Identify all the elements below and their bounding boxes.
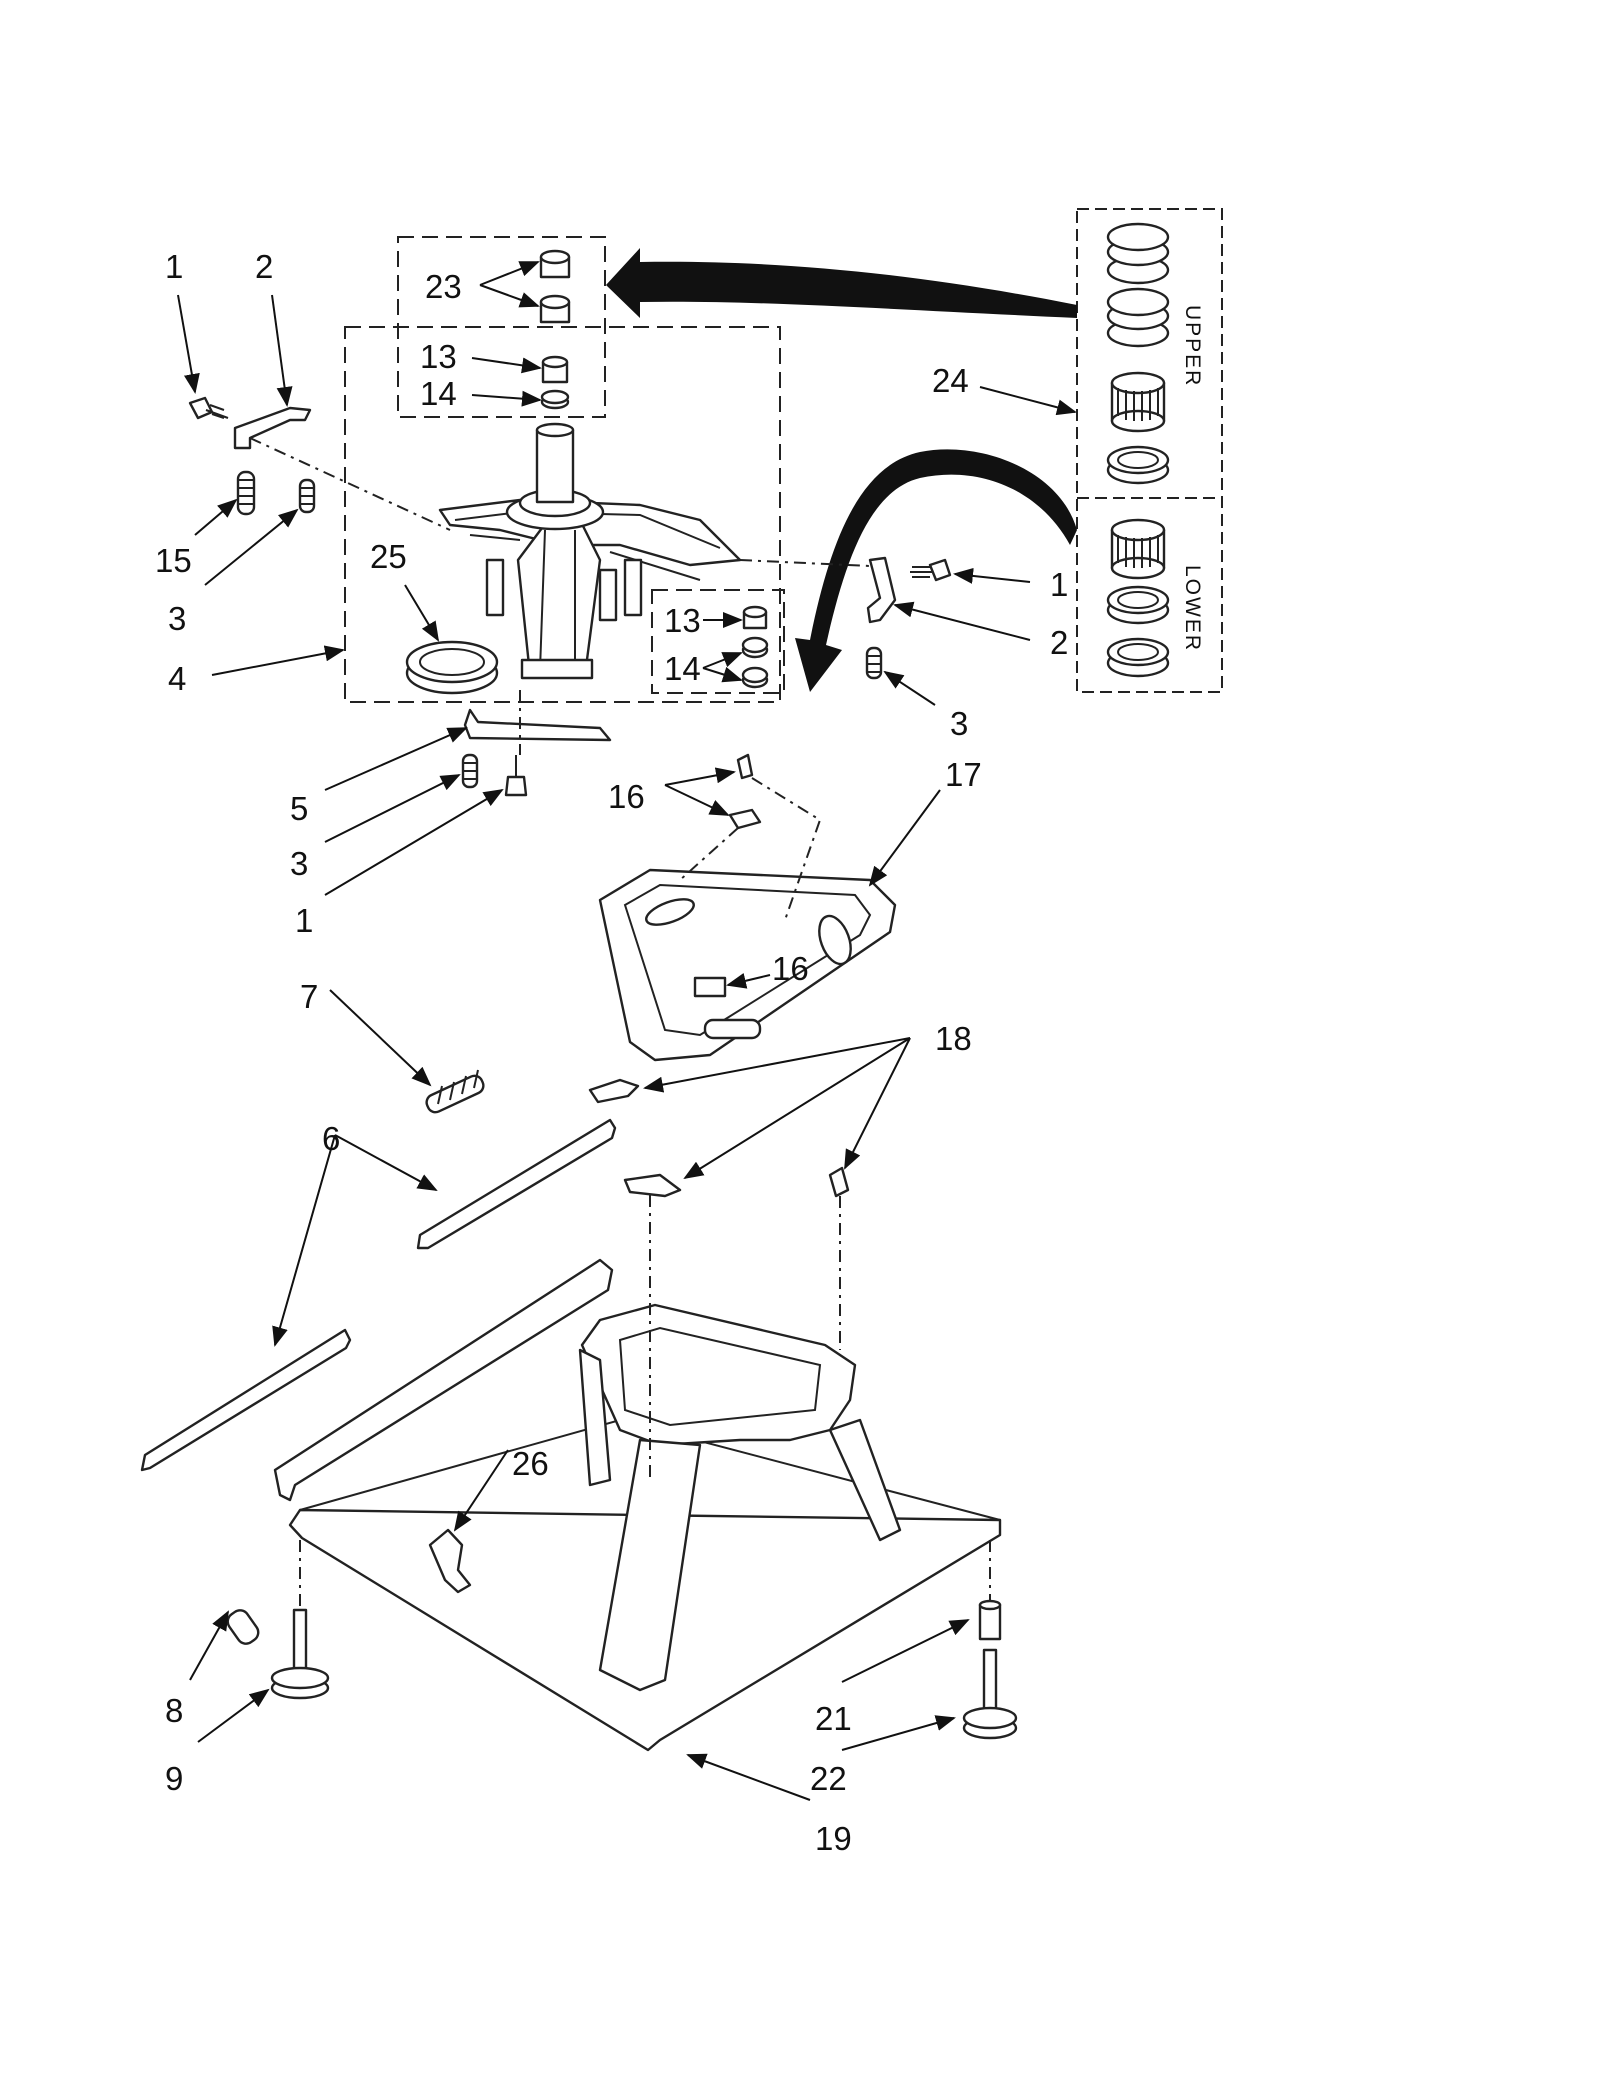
lower-label: LOWER [1181, 565, 1204, 652]
lower-bearing-ring-2 [1106, 637, 1170, 678]
callout-16-plate: 16 [772, 950, 809, 987]
spring-3-center [461, 753, 479, 789]
bracket-2-left [233, 406, 312, 450]
callout-14-upper: 14 [420, 375, 457, 412]
bracket-left-dashline [249, 437, 451, 531]
callout-17: 17 [945, 756, 982, 793]
upper-label: UPPER [1181, 305, 1204, 387]
callout-1-center: 1 [295, 902, 313, 939]
washer-14-upper [540, 389, 570, 410]
clip-16-center [693, 976, 727, 998]
spring-3-left [298, 478, 316, 514]
clip-16-dashlines [679, 777, 822, 921]
callout-6: 6 [322, 1120, 340, 1157]
callout-9: 9 [165, 1760, 183, 1797]
washer-14-lower-a [741, 636, 769, 659]
leveling-leg-22 [962, 1648, 1018, 1740]
callout-3-right: 3 [950, 705, 968, 742]
callout-13-lower: 13 [664, 602, 701, 639]
washer-14-lower-b [741, 666, 769, 689]
callout-3-center: 3 [290, 845, 308, 882]
bumper-23-top [539, 249, 571, 279]
bracket-5 [463, 708, 612, 742]
drive-assembly [438, 422, 742, 680]
seal-25 [405, 640, 499, 695]
callout-2-right: 2 [1050, 624, 1068, 661]
upper-kit-arrow [606, 248, 1077, 318]
snubber-13-lower [742, 605, 768, 630]
brace-6-lower [140, 1328, 352, 1472]
lower-bearing-ring-1 [1106, 585, 1170, 625]
callout-numbers: 1 2 15 3 4 25 23 13 14 24 1 2 3 13 14 5 … [155, 248, 1068, 1857]
cross-member-inner [618, 1326, 822, 1427]
lower-kit-arrow [795, 449, 1077, 692]
bracket-2-right [866, 556, 897, 624]
callout-22: 22 [810, 1760, 847, 1797]
callout-26: 26 [512, 1445, 549, 1482]
callout-21: 21 [815, 1700, 852, 1737]
upper-seal-2 [1106, 287, 1170, 348]
callout-7: 7 [300, 978, 318, 1015]
clip-18-b [623, 1173, 682, 1198]
callout-18: 18 [935, 1020, 972, 1057]
lower-gear [1110, 518, 1166, 580]
screw-1-center [504, 755, 528, 797]
bumper-23-bottom [539, 294, 571, 324]
callout-1-right: 1 [1050, 566, 1068, 603]
spring-15 [236, 470, 256, 516]
callout-14-lower: 14 [664, 650, 701, 687]
callout-1-left: 1 [165, 248, 183, 285]
frame-leg-right [828, 1418, 902, 1542]
callout-24: 24 [932, 362, 969, 399]
callout-5: 5 [290, 790, 308, 827]
plate-17-inner [623, 883, 872, 1037]
leader-lines [177, 261, 1077, 1801]
snubber-13-upper [541, 355, 569, 384]
callout-2-left: 2 [255, 248, 273, 285]
leg-cap-8 [226, 1609, 260, 1645]
callout-25: 25 [370, 538, 407, 575]
upper-seal-1 [1106, 222, 1170, 285]
callout-19: 19 [815, 1820, 852, 1857]
bushing-21 [978, 1599, 1002, 1641]
callout-15: 15 [155, 542, 192, 579]
bracket-26 [428, 1528, 472, 1594]
callout-3-left: 3 [168, 600, 186, 637]
drive-assembly-box [344, 326, 781, 703]
callout-8: 8 [165, 1692, 183, 1729]
screw-1-left [188, 396, 229, 420]
clip-18-c [828, 1166, 850, 1198]
upper-gear [1110, 371, 1166, 433]
spring-7 [425, 1069, 485, 1114]
clip-18-a [588, 1078, 640, 1104]
plate-17-slot-bottom [703, 1018, 762, 1040]
plate-17-slot-left [645, 898, 695, 926]
callout-4: 4 [168, 660, 186, 697]
screw-1-right [910, 558, 952, 582]
callout-16-top: 16 [608, 778, 645, 815]
bumper-box-lower [651, 589, 785, 694]
frame-leg-left [598, 1438, 702, 1692]
bracket-right-dashline [739, 559, 871, 567]
callout-13-upper: 13 [420, 338, 457, 375]
plate-17-slot-right [818, 914, 852, 966]
bearing-kit-box: UPPER LOWER [1076, 208, 1223, 693]
side-rail [273, 1258, 614, 1502]
upper-bearing-ring [1106, 445, 1170, 485]
leveling-leg-9 [270, 1608, 330, 1700]
callout-23: 23 [425, 268, 462, 305]
brace-6-upper [416, 1118, 617, 1250]
clip-16-a [736, 753, 754, 780]
clip-16-b [728, 808, 762, 830]
frame-leg-back-left [578, 1348, 612, 1487]
spring-3-right [865, 646, 883, 680]
